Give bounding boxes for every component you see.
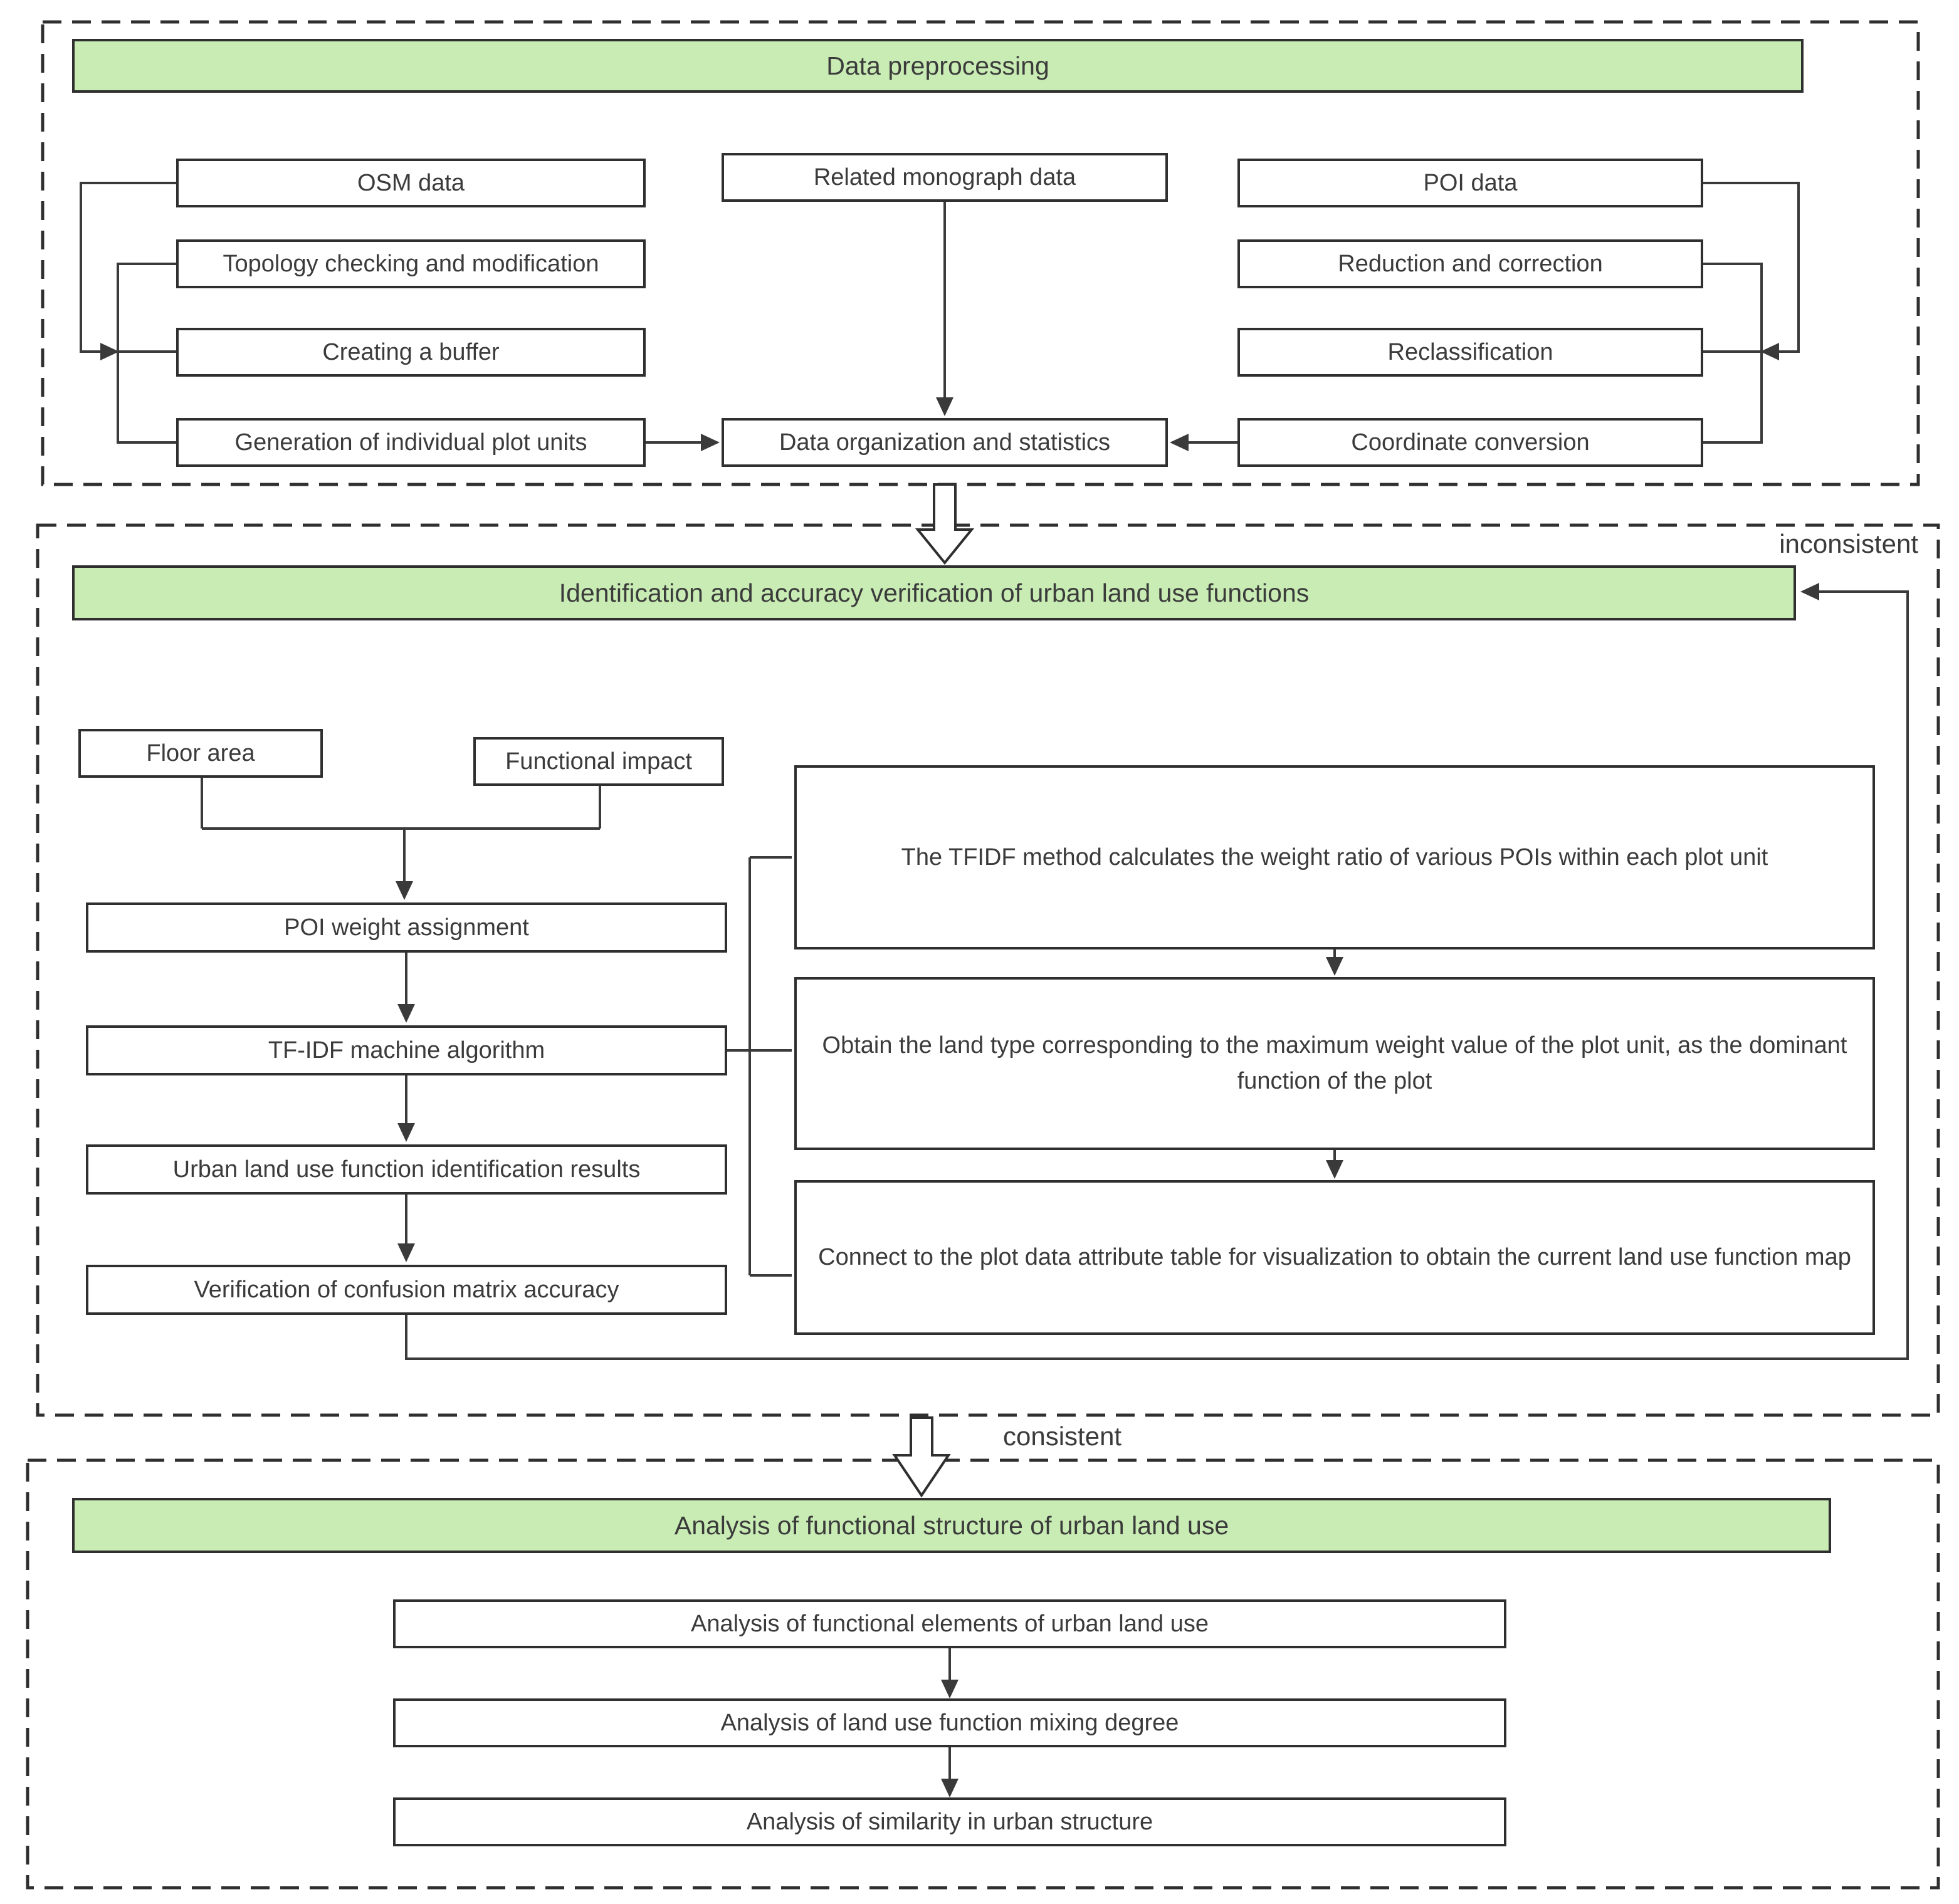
box-reclassification: Reclassification <box>1237 328 1703 377</box>
box-dominant-function-step: Obtain the land type corresponding to th… <box>794 977 1875 1150</box>
monograph-to-organization-arrowhead <box>936 397 953 416</box>
poi-bracket-inner-line <box>1703 263 1763 444</box>
box-coordinate-conversion: Coordinate conversion <box>1237 418 1703 467</box>
box-analysis-mixing-degree: Analysis of land use function mixing deg… <box>393 1698 1506 1747</box>
consistent-label: consistent <box>1003 1421 1122 1451</box>
inconsistent-feedback-line <box>405 590 1909 1360</box>
merge-to-poi-weight-arrowhead <box>396 881 413 900</box>
box-osm-data: OSM data <box>176 159 646 207</box>
box-topology-checking: Topology checking and modification <box>176 239 646 288</box>
box-tfidf-weight-ratio-step: The TFIDF method calculates the weight r… <box>794 765 1875 949</box>
section2-to-section3-arrow-icon <box>892 1416 951 1498</box>
analysis2-to-analysis3-arrowhead <box>941 1779 958 1797</box>
tfidf-to-results-arrowhead <box>397 1123 415 1142</box>
identification-header: Identification and accuracy verification… <box>72 565 1796 620</box>
box-functional-impact: Functional impact <box>473 737 724 786</box>
box-analysis-functional-elements: Analysis of functional elements of urban… <box>393 1599 1506 1648</box>
box-poi-data: POI data <box>1237 159 1703 207</box>
osm-bracket-inner-line <box>117 263 176 444</box>
box-related-monograph-data: Related monograph data <box>722 153 1168 202</box>
inconsistent-label: inconsistent <box>1779 529 1918 558</box>
box-analysis-similarity: Analysis of similarity in urban structur… <box>393 1797 1506 1846</box>
section1-to-section2-arrow-icon <box>915 483 975 565</box>
step2-to-step3-arrowhead <box>1326 1160 1343 1179</box>
preprocessing-panel-border <box>41 20 1920 486</box>
preprocessing-header: Data preprocessing <box>72 39 1804 93</box>
coordinate-to-organization-arrowhead <box>1170 434 1189 451</box>
box-tfidf-machine-algorithm: TF-IDF machine algorithm <box>86 1025 727 1075</box>
osm-bracket-arrowhead <box>100 343 119 360</box>
analysis1-to-analysis2-arrowhead <box>941 1680 958 1698</box>
inconsistent-feedback-arrowhead <box>1800 583 1819 600</box>
step1-to-step2-arrowhead <box>1326 957 1343 976</box>
box-identification-results: Urban land use function identification r… <box>86 1144 727 1195</box>
generation-to-organization-arrowhead <box>701 434 720 451</box>
results-to-verification-arrowhead <box>397 1243 415 1262</box>
box-data-organization: Data organization and statistics <box>722 418 1168 467</box>
box-confusion-matrix-verification: Verification of confusion matrix accurac… <box>86 1265 727 1315</box>
box-generation-plot-units: Generation of individual plot units <box>176 418 646 467</box>
poi-bracket-arrowhead <box>1760 343 1779 360</box>
box-poi-weight-assignment: POI weight assignment <box>86 902 727 953</box>
box-reduction-correction: Reduction and correction <box>1237 239 1703 288</box>
poi-bracket-outer-line <box>1703 182 1800 353</box>
box-creating-buffer: Creating a buffer <box>176 328 646 377</box>
identification-panel-border <box>36 523 1940 1417</box>
box-floor-area: Floor area <box>78 729 323 778</box>
analysis-header: Analysis of functional structure of urba… <box>72 1498 1831 1553</box>
osm-bracket-outer-line <box>80 182 176 353</box>
box-attribute-table-visualization-step: Connect to the plot data attribute table… <box>794 1180 1875 1335</box>
poiweight-to-tfidf-arrowhead <box>397 1004 415 1023</box>
analysis-panel-border <box>26 1458 1940 1890</box>
